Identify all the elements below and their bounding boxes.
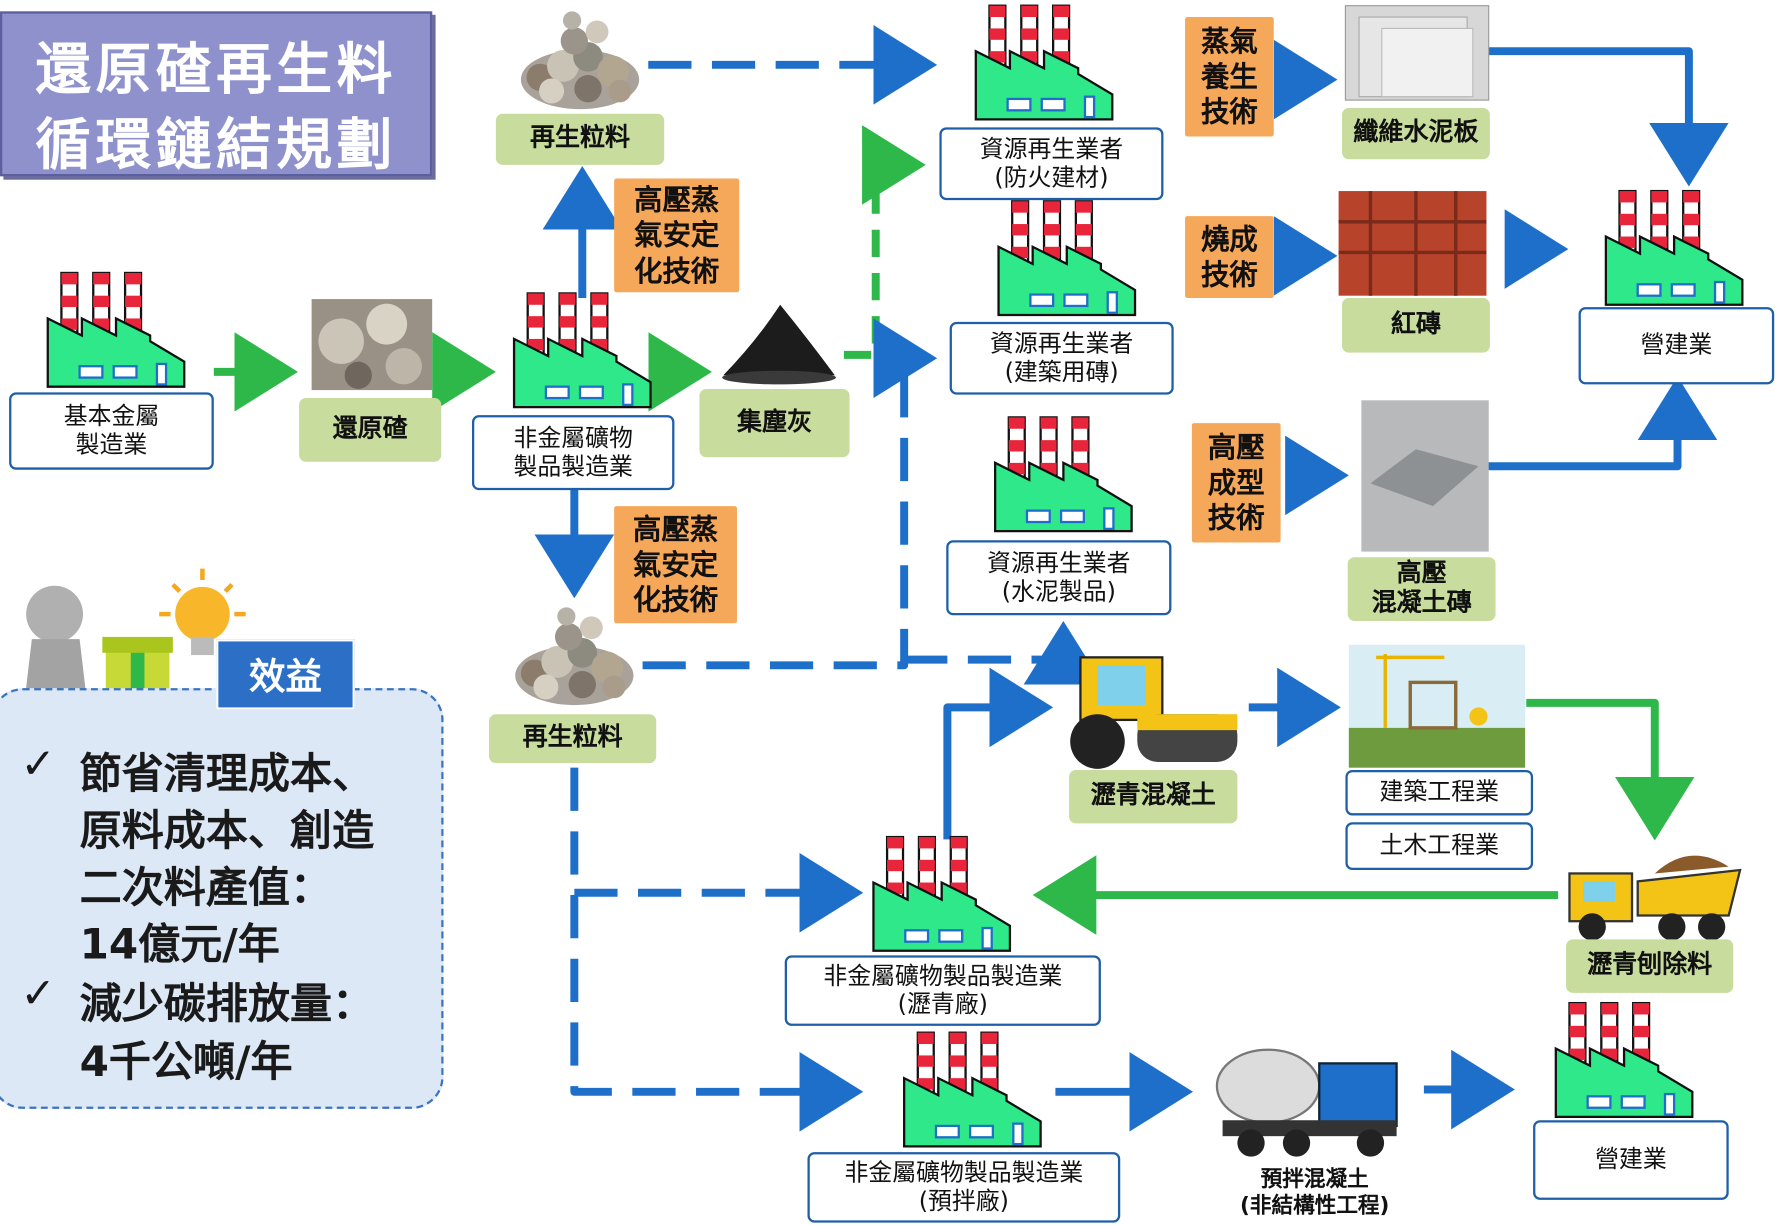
factory-icon — [512, 292, 652, 409]
label-asphalt-milling: 瀝青刨除料 — [1566, 939, 1734, 993]
benefit-line-2: 原料成本、創造 — [79, 806, 375, 856]
red-brick-image — [1338, 191, 1487, 296]
label-slag: 還原碴 — [299, 398, 442, 462]
label-asphalt-concrete: 瀝青混凝土 — [1069, 769, 1238, 824]
tech-autoclave-top: 高壓蒸 氣安定 化技術 — [614, 178, 740, 293]
tech-autoclave-bottom: 高壓蒸 氣安定 化技術 — [614, 506, 737, 624]
factory-icon — [46, 271, 186, 388]
label-readymix-concrete: 預拌混凝土 (非結構性工程) — [1240, 1167, 1390, 1219]
benefit-panel — [0, 688, 444, 1109]
label-asphalt-plant: 非金屬礦物製品製造業 (瀝青廠) — [784, 955, 1101, 1026]
mixer-truck-icon — [1215, 1048, 1398, 1157]
factory-icon — [994, 416, 1133, 533]
label-construction-bottom: 營建業 — [1533, 1120, 1729, 1200]
label-concrete-brick: 高壓 混凝土磚 — [1347, 557, 1496, 621]
benefit-line-4: 14億元/年 — [79, 920, 280, 969]
title-line-1: 還原碴再生料 — [35, 37, 397, 103]
benefit-tag: 效益 — [216, 639, 355, 710]
label-readymix-plant: 非金屬礦物製品製造業 (預拌廠) — [807, 1152, 1121, 1223]
label-building-eng: 建築工程業 — [1345, 769, 1534, 816]
road-roller-icon — [1070, 656, 1238, 769]
factory-icon — [1554, 1001, 1694, 1118]
label-red-brick: 紅磚 — [1342, 297, 1490, 353]
dump-truck-icon — [1568, 855, 1742, 941]
benefit-line-5: 減少碳排放量： — [79, 979, 375, 1029]
label-basic-metal: 基本金屬 製造業 — [9, 392, 214, 470]
label-fiber-board: 纖維水泥板 — [1342, 108, 1490, 160]
construction-site-image — [1348, 644, 1526, 768]
tech-steam-curing: 蒸氣 養生 技術 — [1185, 17, 1274, 137]
fiber-board-image — [1344, 5, 1490, 101]
label-dust: 集塵灰 — [699, 388, 850, 458]
concrete-brick-image — [1361, 400, 1489, 552]
factory-icon — [903, 1031, 1042, 1148]
label-recycled-bottom: 再生粒料 — [489, 714, 657, 764]
label-civil-eng: 土木工程業 — [1345, 822, 1534, 871]
title-line-2: 循環鏈結規劃 — [35, 112, 397, 178]
benefit-check-2: ✓ — [20, 968, 56, 1018]
label-construction-top: 營建業 — [1578, 307, 1775, 385]
aggregate-pile-icon — [520, 11, 640, 110]
label-recycled-top: 再生粒料 — [495, 113, 665, 165]
label-fireproof: 資源再生業者 (防火建材) — [939, 127, 1164, 201]
diagram-title: 還原碴再生料 循環鏈結規劃 — [0, 11, 433, 177]
lightbulb-icon — [159, 568, 246, 656]
factory-icon — [997, 200, 1137, 317]
benefit-line-6: 4千公噸/年 — [79, 1037, 293, 1087]
benefit-check-1: ✓ — [20, 739, 56, 789]
label-brick-maker: 資源再生業者 (建築用磚) — [949, 321, 1174, 395]
factory-icon — [872, 835, 1012, 952]
factory-icon — [1604, 189, 1744, 306]
dust-pile-icon — [722, 304, 836, 385]
label-nonmetal-top: 非金屬礦物 製品製造業 — [471, 415, 675, 491]
slag-rock-image — [311, 299, 433, 391]
tech-firing: 燒成 技術 — [1185, 216, 1274, 298]
factory-icon — [974, 4, 1114, 121]
label-cement-maker: 資源再生業者 (水泥製品) — [946, 540, 1172, 616]
benefit-line-3: 二次料產值： — [79, 863, 333, 913]
benefit-line-1: 節省清理成本、 — [79, 749, 375, 799]
tech-high-pressure-forming: 高壓 成型 技術 — [1191, 423, 1281, 543]
